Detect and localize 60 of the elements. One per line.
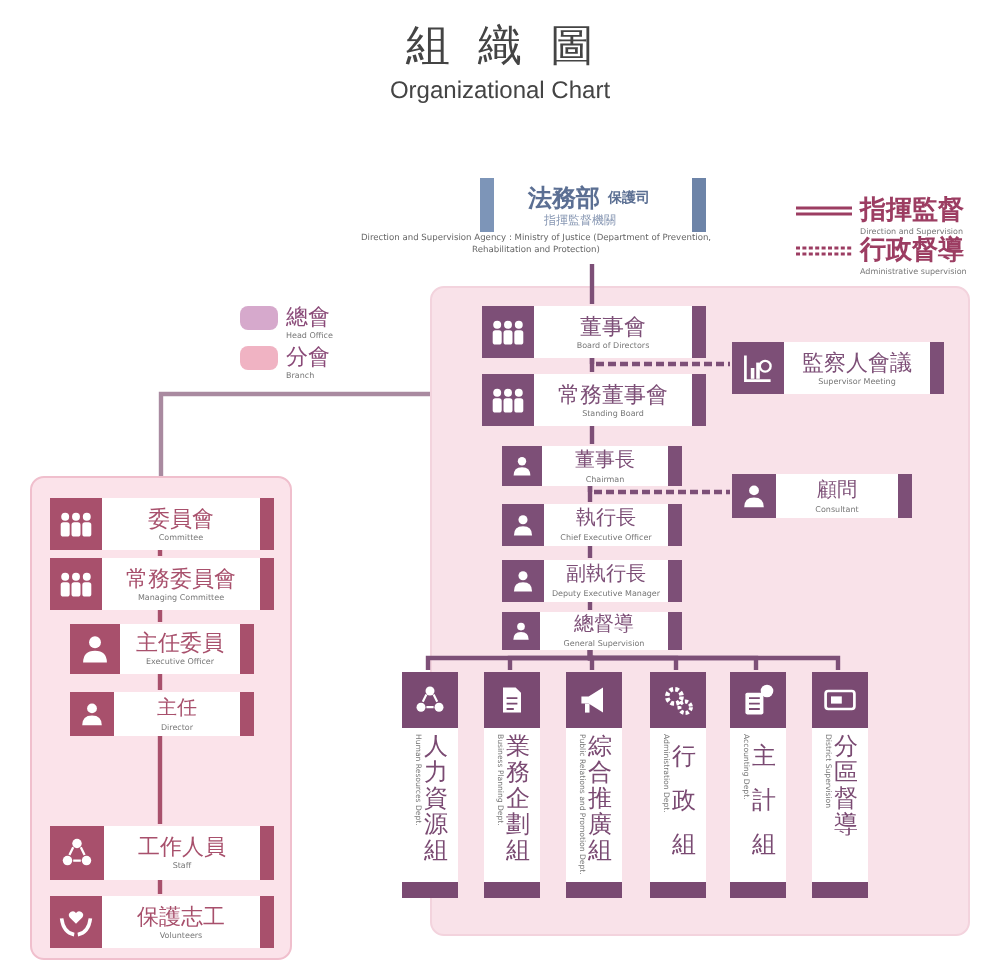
role-name: 顧問 [817, 479, 857, 503]
branch-panel [30, 476, 292, 960]
legend-text: 總會 [286, 302, 330, 332]
role-name: 董事會 [580, 315, 646, 339]
role-box [502, 612, 682, 650]
department-box [812, 672, 868, 898]
subtitle: Organizational Chart [387, 76, 613, 104]
role-box [502, 446, 682, 486]
role-name: 監察人會議 [802, 351, 912, 375]
connector [157, 548, 163, 556]
role-box [50, 558, 274, 610]
role-name: 副執行長 [566, 564, 646, 588]
role-name: 委員會 [148, 507, 214, 531]
agency-name: 法務部 [528, 182, 600, 214]
dashed-connector [587, 484, 730, 495]
department-name: 主計組 [751, 740, 776, 862]
role-name: 總督導 [574, 614, 634, 638]
role-name: 常務董事會 [558, 383, 668, 407]
role-box [482, 374, 706, 426]
role-name: 董事長 [575, 449, 635, 473]
connector [589, 264, 595, 304]
connector [157, 734, 163, 824]
role-name: 主任委員 [136, 632, 224, 656]
department-box [730, 672, 786, 898]
role-box [50, 498, 274, 550]
department-box [650, 672, 706, 898]
role-box [502, 504, 682, 546]
department-name: 人力資源組 [423, 734, 448, 864]
connector [157, 672, 163, 690]
role-box [70, 624, 254, 674]
role-box [70, 692, 254, 736]
role-name: 主任 [157, 697, 197, 721]
role-box [50, 826, 274, 880]
legend-text: 分會 [286, 342, 330, 372]
connector [587, 648, 841, 670]
connector [158, 391, 430, 476]
department-box [484, 672, 540, 898]
role-box [482, 306, 706, 358]
role-box [732, 342, 944, 394]
department-box [402, 672, 458, 898]
connector [589, 424, 595, 444]
legend-text: 指揮監督 [860, 194, 964, 228]
role-name: 保護志工 [137, 905, 225, 929]
role-box [50, 896, 274, 948]
department-name: 行政組 [671, 740, 696, 862]
connector [157, 878, 163, 894]
role-name: 工作人員 [138, 836, 226, 860]
dashed-connector [589, 356, 730, 367]
role-box [502, 560, 682, 602]
title: 組織圖 [404, 20, 624, 76]
department-box [566, 672, 622, 898]
role-name: 執行長 [576, 508, 636, 532]
department-name: 業務企劃組 [505, 734, 530, 864]
role-name: 常務委員會 [126, 567, 236, 591]
role-box [732, 474, 912, 518]
connector [157, 608, 163, 622]
connector [587, 600, 593, 610]
connector [587, 544, 593, 558]
department-name: 綜合推廣組 [587, 734, 612, 864]
department-name: 分區督導 [833, 734, 858, 838]
